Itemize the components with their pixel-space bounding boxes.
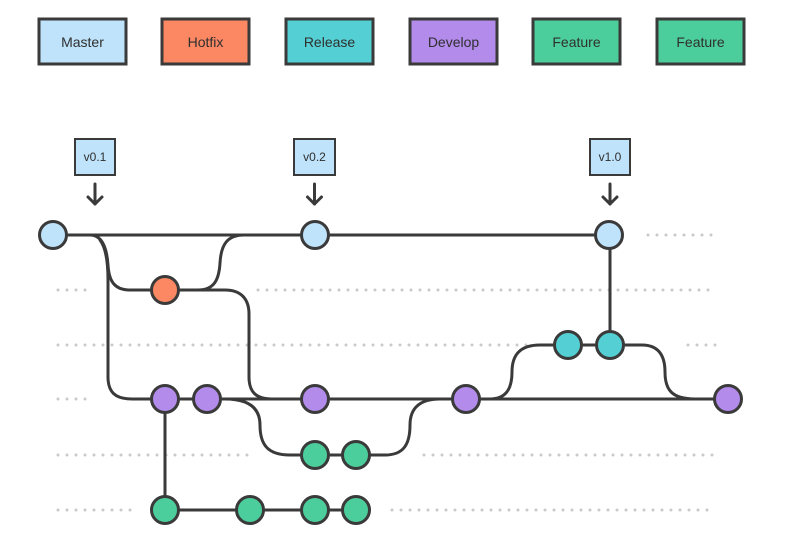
release-commit-2 <box>595 330 625 360</box>
master-commit-1 <box>38 220 68 250</box>
down-arrow-icon <box>601 182 619 206</box>
feature2-commit-1 <box>150 495 180 525</box>
feature2-commit-2 <box>235 495 265 525</box>
develop-commit-3 <box>300 384 330 414</box>
legend-item-hotfix: Hotfix <box>160 17 251 66</box>
down-arrow-icon <box>306 182 323 206</box>
develop-branch-out <box>98 238 167 401</box>
legend-label-master: Master <box>61 34 104 50</box>
branch-lines <box>51 233 730 512</box>
develop-commit-4 <box>451 384 481 414</box>
down-arrow-icon <box>86 182 104 206</box>
tag-v1-0-box <box>589 138 631 176</box>
legend-item-develop: Develop <box>408 17 499 66</box>
develop-commit-5 <box>713 384 743 414</box>
hotfix-commit <box>150 275 180 305</box>
hotfix-branch-out <box>58 233 167 292</box>
legend-swatch-feature-2 <box>655 17 746 66</box>
legend-label-feature-2: Feature <box>676 34 724 50</box>
legend-label-develop: Develop <box>428 34 480 50</box>
develop-commit-2 <box>192 384 222 414</box>
feature2-commit-3 <box>300 495 330 525</box>
release-commit-1 <box>553 330 583 360</box>
feature1-commit-2 <box>341 440 371 470</box>
legend-label-feature-1: Feature <box>552 34 600 50</box>
legend-label-release: Release <box>304 34 356 50</box>
commit-nodes <box>38 220 743 525</box>
master-commit-3 <box>594 220 624 250</box>
tag-v0-1-box <box>74 138 116 176</box>
legend-swatch-develop <box>408 17 499 66</box>
legend-label-hotfix: Hotfix <box>188 34 224 50</box>
feature1-merge-develop <box>354 397 442 457</box>
develop-commit-1 <box>150 384 180 414</box>
lane-guides <box>56 233 718 512</box>
tag-v1-0-label: v1.0 <box>599 150 622 164</box>
version-tags: v0.1 v0.2 v1.0 <box>74 138 631 206</box>
legend-item-feature-1: Feature <box>531 17 622 66</box>
tag-v0-2-box <box>293 138 336 176</box>
tag-v0-1: v0.1 <box>74 138 116 206</box>
legend-swatch-release <box>284 17 375 66</box>
legend-item-feature-2: Feature <box>655 17 746 66</box>
feature1-commit-1 <box>300 440 330 470</box>
hotfix-merge-develop <box>188 288 317 401</box>
feature1-branch-out <box>223 397 358 457</box>
release-merge-develop <box>608 343 697 401</box>
legend-swatch-master <box>37 17 128 66</box>
legend-item-master: Master <box>37 17 128 66</box>
feature2-commit-4 <box>341 495 371 525</box>
release-branch-out <box>488 343 612 401</box>
tag-v0-2: v0.2 <box>293 138 336 206</box>
legend-item-release: Release <box>284 17 375 66</box>
tag-v0-1-label: v0.1 <box>84 150 107 164</box>
legend-swatch-feature-1 <box>531 17 622 66</box>
legend-swatch-hotfix <box>160 17 251 66</box>
master-commit-2 <box>300 220 330 250</box>
legend: Master Hotfix Release Develop Feature Fe… <box>37 17 746 66</box>
tag-v1-0: v1.0 <box>589 138 631 206</box>
tag-v0-2-label: v0.2 <box>303 150 326 164</box>
